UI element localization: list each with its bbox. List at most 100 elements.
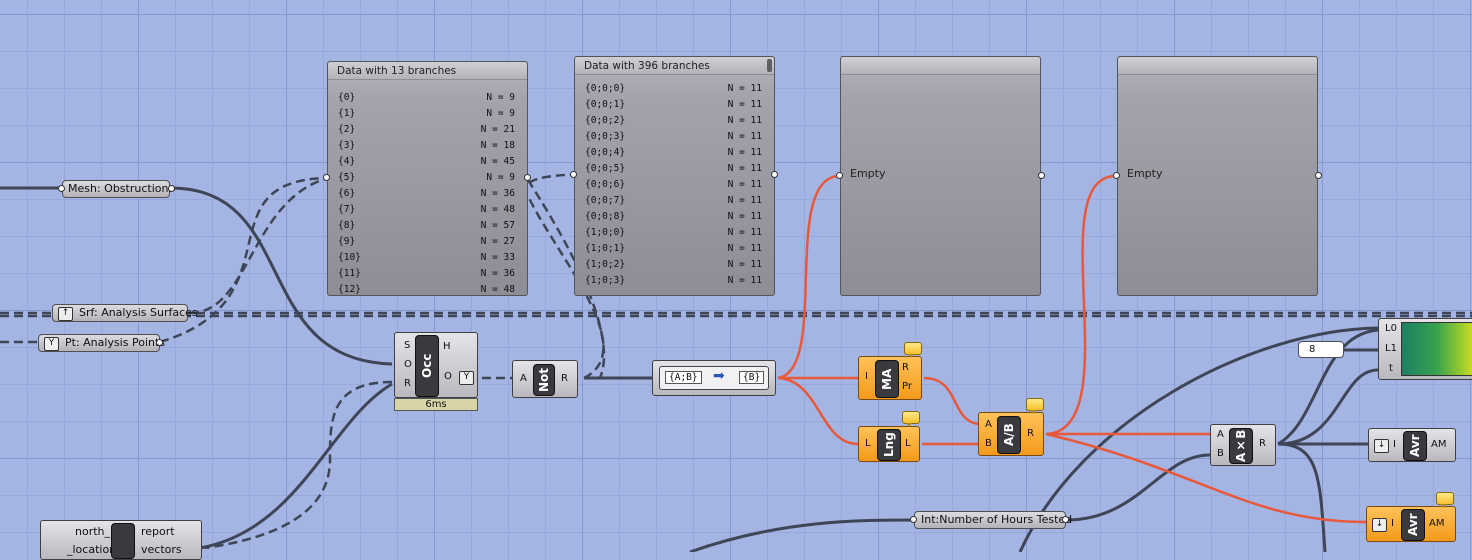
branch-path: {2} <box>338 124 356 135</box>
mesh-output-grip[interactable] <box>168 185 175 192</box>
branch-count: N = 57 <box>480 220 515 231</box>
wire-mapper-to-panel3 <box>777 174 841 380</box>
branch-path: {1;0;3} <box>585 275 626 286</box>
branch-count: N = 48 <box>480 204 515 215</box>
not-input-a: A <box>520 373 527 384</box>
branch-path: {7} <box>338 204 356 215</box>
div-nickname: A/B <box>997 416 1021 454</box>
branch-count: N = 11 <box>727 131 762 142</box>
hours-tested-param[interactable]: Int:Number of Hours Tested <box>914 511 1072 529</box>
branch-path: {0} <box>338 92 356 103</box>
branch-path: {1} <box>338 108 356 119</box>
list-length-component[interactable]: L Lng L <box>858 426 920 462</box>
ma-output-r: R <box>902 362 909 373</box>
panel2-input-grip[interactable] <box>570 171 577 178</box>
wire-r-in <box>204 380 393 550</box>
panel-row: {6}N = 36 <box>338 186 515 202</box>
panel-row: {0;0;8}N = 11 <box>585 209 762 225</box>
branch-count: N = 11 <box>727 83 762 94</box>
panel-scrollbar[interactable] <box>767 59 772 72</box>
multiplication-component[interactable]: A B A×B R <box>1210 424 1276 466</box>
panel-header <box>841 57 1040 75</box>
lng-nickname: Lng <box>877 429 901 461</box>
sunpath-component[interactable]: north_ _location report vectors <box>40 520 202 560</box>
panel-empty-1[interactable]: Empty <box>840 56 1041 296</box>
hours-output-grip[interactable] <box>1062 516 1069 523</box>
up-arrow-icon: ↑ <box>58 307 73 321</box>
gradient-component[interactable]: L0 L1 t <box>1378 318 1472 380</box>
branch-count: N = 18 <box>480 140 515 151</box>
panel-row: {0;0;7}N = 11 <box>585 193 762 209</box>
mult-nickname: A×B <box>1229 428 1253 464</box>
branch-count: N = 48 <box>480 284 515 295</box>
panel-row: {5}N = 9 <box>338 170 515 186</box>
message-bubble-icon[interactable] <box>902 411 920 427</box>
branch-count: N = 11 <box>727 259 762 270</box>
wire-mesh-to-occ <box>169 186 393 366</box>
branch-count: N = 27 <box>480 236 515 247</box>
panel-396-branches[interactable]: Data with 396 branches {0;0;0}N = 11{0;0… <box>574 56 775 296</box>
branch-path: {12} <box>338 284 361 295</box>
mesh-input-grip[interactable] <box>58 185 65 192</box>
branch-count: N = 36 <box>480 188 515 199</box>
slider-value: 8 <box>1309 344 1316 355</box>
avr-nickname: Avr <box>1403 431 1427 461</box>
wire-mult-down <box>1277 442 1327 552</box>
hours-input-grip[interactable] <box>910 516 917 523</box>
message-bubble-icon[interactable] <box>1026 398 1044 414</box>
occ-input-r: R <box>404 378 411 389</box>
message-bubble-icon[interactable] <box>904 342 922 358</box>
mult-input-a: A <box>1217 429 1224 440</box>
panel-empty-text: Empty <box>1127 167 1163 180</box>
arrow-right-icon: ➡ <box>713 368 725 384</box>
panel3-output-grip[interactable] <box>1038 172 1045 179</box>
mult-input-b: B <box>1217 448 1224 459</box>
pt-output-grip[interactable] <box>156 339 163 346</box>
branch-path: {0;0;6} <box>585 179 626 190</box>
panel4-input-grip[interactable] <box>1113 172 1120 179</box>
branch-count: N = 11 <box>727 115 762 126</box>
panel-row: {2}N = 21 <box>338 122 515 138</box>
panel2-output-grip[interactable] <box>771 171 778 178</box>
branch-path: {11} <box>338 268 361 279</box>
panel1-input-grip[interactable] <box>323 174 330 181</box>
panel4-output-grip[interactable] <box>1315 172 1322 179</box>
branch-count: N = 11 <box>727 195 762 206</box>
path-mapper-component[interactable]: {A;B} ➡ {B} <box>652 360 776 396</box>
ma-nickname: MA <box>875 360 899 398</box>
wire-mult-to-t <box>1277 368 1379 446</box>
number-slider[interactable]: 8 <box>1298 341 1344 358</box>
ma-input-i: I <box>865 371 868 382</box>
wire-hours-to-mult <box>689 518 915 552</box>
analysis-points-label: Pt: Analysis Points <box>65 336 166 349</box>
division-component[interactable]: A B A/B R <box>978 412 1044 456</box>
analysis-surfaces-param[interactable]: ↑ Srf: Analysis Surfaces <box>52 304 198 322</box>
occlusion-component[interactable]: S O R Occ H O Y <box>394 332 478 398</box>
branch-path: {1;0;2} <box>585 259 626 270</box>
gradient-input-l0: L0 <box>1385 323 1397 334</box>
panel3-input-grip[interactable] <box>836 172 843 179</box>
panel-13-branches[interactable]: Data with 13 branches {0}N = 9{1}N = 9{2… <box>327 61 528 296</box>
div-input-b: B <box>985 438 992 449</box>
branch-count: N = 36 <box>480 268 515 279</box>
panel-rows: {0}N = 9{1}N = 9{2}N = 21{3}N = 18{4}N =… <box>338 90 515 298</box>
panel1-output-grip[interactable] <box>524 174 531 181</box>
ma-output-pr: Pr <box>902 381 912 392</box>
mesh-obstructions-param[interactable]: Mesh: Obstructions <box>62 180 174 198</box>
occ-output-o: O <box>444 371 452 382</box>
analysis-points-param[interactable]: Y Pt: Analysis Points <box>38 334 165 352</box>
message-bubble-icon[interactable] <box>1436 492 1454 508</box>
branch-count: N = 11 <box>727 163 762 174</box>
panel-empty-2[interactable]: Empty <box>1117 56 1318 296</box>
mass-addition-component[interactable]: I MA R Pr <box>858 356 922 400</box>
average-component-selected[interactable]: ↓ I Avr AM <box>1366 506 1456 542</box>
wire-mult-to-l0 <box>1277 328 1379 446</box>
branch-count: N = 9 <box>486 108 515 119</box>
not-component[interactable]: A Not R <box>512 360 578 398</box>
wire-mapper-to-lng <box>777 376 859 446</box>
panel-row: {0;0;0}N = 11 <box>585 81 762 97</box>
average-component[interactable]: ↓ I Avr AM <box>1368 428 1456 462</box>
panel-row: {1;0;3}N = 11 <box>585 273 762 289</box>
wire-div-to-avr2 <box>1045 432 1367 524</box>
gradient-input-t: t <box>1389 363 1393 374</box>
